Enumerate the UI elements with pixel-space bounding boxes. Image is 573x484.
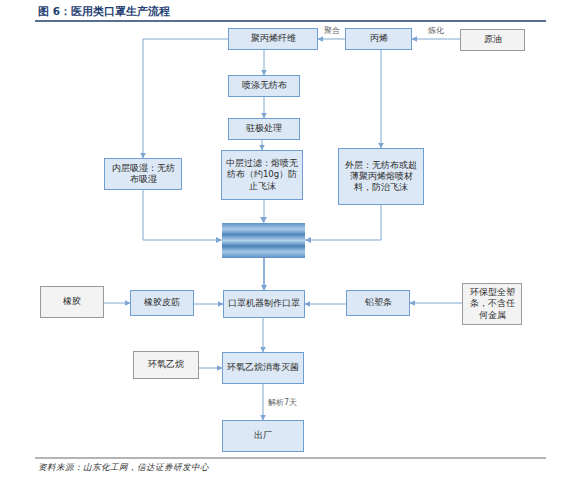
process-box: 喷涤无纺布 [228,75,300,97]
box-text-wrap: 橡胶 [63,296,81,307]
process-box: 内层吸湿：无纺布吸湿 [104,158,182,190]
process-box: 外层：无纺布或超薄聚丙烯熔喷材料，防治飞沫 [338,148,424,205]
mask-image [222,223,305,258]
title-rule [35,20,546,22]
process-box: 原油 [460,29,525,51]
box-label: 中层过滤：熔喷无纺布（约10g）防止飞沫 [226,158,298,191]
arrow-head [260,217,267,223]
box-label: 环保型全塑条，不含任何金属 [467,287,517,320]
flow-arrow [104,303,130,304]
box-text-wrap: 聚丙烯纤维 [251,33,296,44]
box-label: 铝塑条 [365,297,392,308]
process-box: 口罩机器制作口罩 [223,290,305,318]
box-text-wrap: 铝塑条 [365,297,392,308]
box-text-wrap: 环氧乙烷消毒灭菌 [227,362,299,373]
flow-arrow [262,140,263,150]
box-label: 喷涤无纺布 [242,80,287,91]
flow-arrow [143,39,228,158]
box-label: 出厂 [254,430,272,441]
process-box: 驻极处理 [228,118,300,140]
edge-label: 炼化 [428,25,444,36]
process-box: 橡胶皮筋 [130,290,194,316]
box-text-wrap: 环氧乙烷 [148,359,184,370]
box-text-wrap: 内层吸湿：无纺布吸湿 [109,163,177,185]
box-label: 原油 [484,34,502,45]
figure-title: 图 6：医用类口罩生产流程 [38,5,170,19]
flow-arrow [264,50,265,75]
box-text-wrap: 驻极处理 [246,123,282,134]
box-label: 橡胶皮筋 [144,297,180,308]
box-text-wrap: 口罩机器制作口罩 [228,298,300,309]
process-box: 环保型全塑条，不含任何金属 [462,283,522,325]
process-box: 聚丙烯纤维 [228,28,318,50]
arrow-head [305,237,311,243]
box-label: 丙烯 [370,33,388,44]
box-label: 环氧乙烷 [148,359,184,370]
box-label: 外层：无纺布或超薄聚丙烯熔喷材料，防治飞沫 [343,160,419,193]
process-box: 橡胶 [40,286,104,318]
box-label: 驻极处理 [246,123,282,134]
edge-label: 解析7天 [268,397,297,408]
box-label: 环氧乙烷消毒灭菌 [227,362,299,373]
caption-rule [35,458,546,459]
box-label: 内层吸湿：无纺布吸湿 [109,163,177,185]
process-box: 中层过滤：熔喷无纺布（约10g）防止飞沫 [221,150,303,200]
box-text-wrap: 原油 [484,34,502,45]
flow-arrow [264,205,381,290]
flow-arrow [305,304,346,305]
flow-arrow [412,39,460,40]
edge-label: 聚合 [324,25,340,36]
flow-arrow [264,97,265,118]
box-label: 聚丙烯纤维 [251,33,296,44]
source-caption: 资料来源：山东化工网，信达证券研发中心 [38,462,209,474]
flow-arrow [143,190,264,290]
arrow-head [216,237,222,243]
box-text-wrap: 中层过滤：熔喷无纺布（约10g）防止飞沫 [226,158,298,191]
box-text-wrap: 出厂 [254,430,272,441]
box-label: 口罩机器制作口罩 [228,298,300,309]
box-text-wrap: 环保型全塑条，不含任何金属 [467,287,517,320]
flow-arrow [263,318,264,352]
flow-arrow [381,50,382,148]
box-label: 橡胶 [63,296,81,307]
process-box: 环氧乙烷消毒灭菌 [222,352,304,384]
box-text-wrap: 橡胶皮筋 [144,297,180,308]
flow-arrow [194,304,223,305]
flow-arrow [263,384,264,420]
process-box: 环氧乙烷 [133,351,199,379]
process-box: 出厂 [222,420,304,452]
flow-arrow [318,39,345,40]
box-text-wrap: 丙烯 [370,33,388,44]
process-box: 丙烯 [345,28,412,50]
box-text-wrap: 外层：无纺布或超薄聚丙烯熔喷材料，防治飞沫 [343,160,419,193]
flow-arrow [199,368,222,369]
box-text-wrap: 喷涤无纺布 [242,80,287,91]
flow-arrow [410,303,462,304]
process-box: 铝塑条 [346,290,410,316]
